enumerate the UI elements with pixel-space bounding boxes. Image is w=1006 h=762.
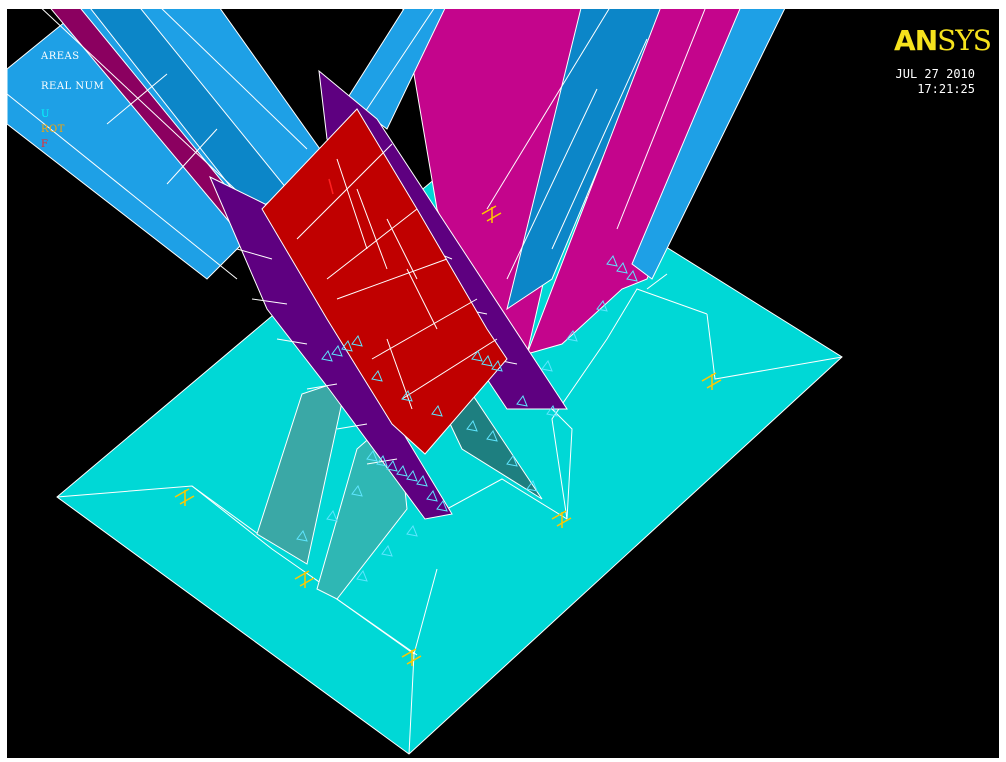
- legend-rot: ROT: [41, 124, 65, 135]
- force-symbol: [328, 178, 334, 195]
- ansys-logo: ANSYS: [894, 24, 992, 57]
- legend-f: F: [41, 139, 49, 150]
- model-view[interactable]: [7, 9, 999, 758]
- flange-front: [209, 175, 453, 520]
- legend-u: U: [41, 109, 50, 120]
- red-plate-mesh: [296, 143, 498, 410]
- graphics-window[interactable]: AREAS REAL NUM U ROT F ANSYS JUL 27 2010…: [7, 9, 999, 758]
- logo-sys: SYS: [937, 24, 992, 57]
- member-right-blue-b: [506, 9, 666, 311]
- legend-real-num: REAL NUM: [41, 81, 105, 92]
- time-label: 17:21:25: [917, 82, 975, 96]
- member-right-blue-c: [631, 9, 786, 280]
- logo-an: AN: [894, 24, 938, 57]
- legend-areas: AREAS: [41, 51, 80, 62]
- member-right-mesh: [356, 9, 706, 280]
- date-label: JUL 27 2010: [895, 67, 975, 81]
- member-left-mesh: [7, 9, 308, 280]
- rot-constraint-symbols: [174, 205, 722, 666]
- u-constraint-symbols: [296, 254, 638, 582]
- timestamp: JUL 27 2010 17:21:25: [896, 67, 975, 97]
